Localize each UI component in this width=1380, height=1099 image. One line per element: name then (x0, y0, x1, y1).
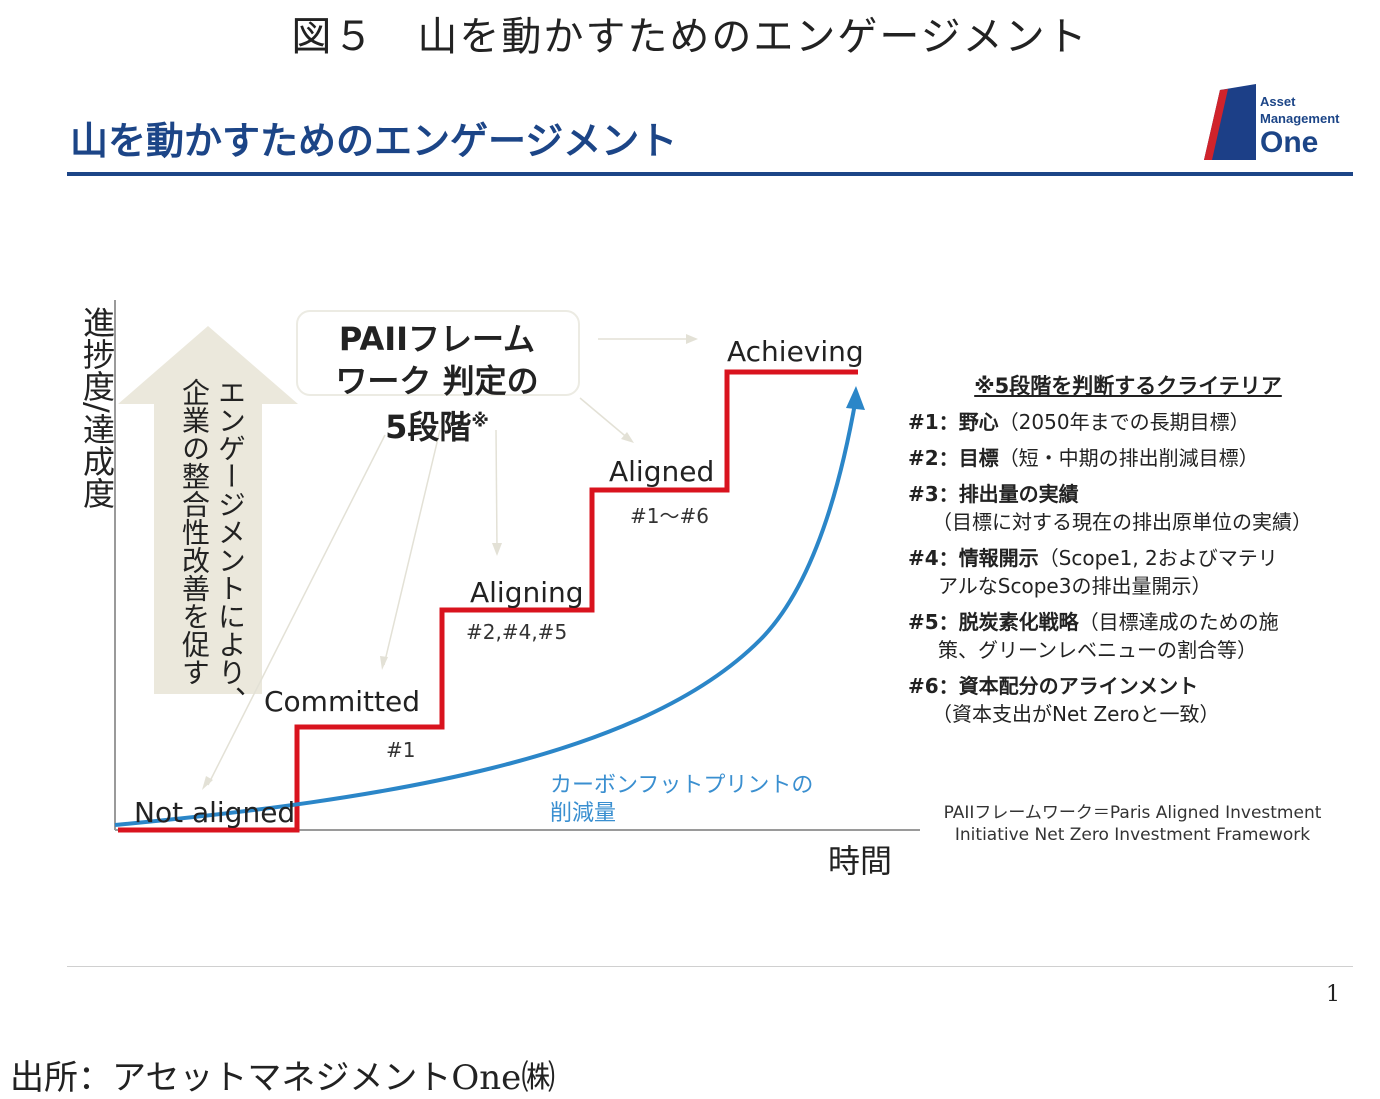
criteria-item: #6：資本配分のアラインメント （資本支出がNet Zeroと一致） (908, 672, 1368, 728)
framework-note: PAIIフレームワーク＝Paris Aligned Investment Ini… (905, 802, 1360, 846)
stair-step-line (118, 369, 858, 833)
pointer-arrowheads (202, 334, 698, 790)
criteria-desc2: （目標に対する現在の排出原単位の実績） (932, 510, 1312, 534)
company-logo: Asset Management One (1198, 84, 1358, 164)
pointer-arrows (207, 338, 692, 786)
criteria-name: 資本配分のアラインメント (958, 674, 1199, 698)
step-label-committed: Committed (264, 685, 420, 718)
criteria-name: 情報開示 (958, 546, 1039, 570)
step-label-achieving: Achieving (727, 335, 864, 368)
criteria-num: #1： (908, 410, 959, 434)
source-note: 出所：アセットマネジメントOne㈱ (10, 1058, 556, 1098)
paii-mark: ※ (471, 410, 489, 432)
criteria-desc: （Scope1, 2およびマテリ (1038, 546, 1278, 570)
page-number: 1 (1326, 982, 1340, 1007)
criteria-item: #4：情報開示（Scope1, 2およびマテリアルなScope3の排出量開示） (908, 544, 1368, 600)
big-arrow-text: エンゲージメントにより、企業の整合性改善を促す (178, 378, 247, 714)
paii-box (296, 310, 580, 396)
step-criteria-aligning: #2,#4,#5 (466, 620, 568, 644)
criteria-num: #3： (908, 482, 959, 506)
step-label-aligned: Aligned (609, 455, 715, 488)
criteria-item: #1：野心（2050年までの長期目標） (908, 408, 1368, 436)
step-label-aligning: Aligning (470, 576, 584, 609)
paii-line2: ワーク 判定の (335, 362, 539, 400)
criteria-desc: （短・中期の排出削減目標） (998, 446, 1259, 470)
criteria-name: 排出量の実績 (958, 482, 1079, 506)
slide-title: 山を動かすためのエンゲージメント (70, 119, 678, 163)
carbon-footprint-curve (114, 397, 858, 827)
x-axis-label: 時間 (828, 842, 893, 880)
criteria-desc: （2050年までの長期目標） (998, 410, 1250, 434)
figure-title: 図５ 山を動かすためのエンゲージメント (291, 14, 1089, 60)
criteria-num: #5： (908, 610, 959, 634)
bottom-divider (67, 966, 1353, 967)
criteria-item: #2：目標（短・中期の排出削減目標） (908, 444, 1368, 472)
y-axis-label: 進捗度/達成度 (78, 306, 116, 509)
step-label-not-aligned: Not aligned (134, 796, 296, 829)
curve-arrowhead (846, 386, 865, 410)
criteria-panel: ※5段階を判断するクライテリア #1：野心（2050年までの長期目標） #2：目… (908, 370, 1368, 728)
paii-line3: 5段階 (385, 408, 472, 446)
paii-line3-row: 5段階※ (296, 402, 578, 448)
criteria-num: #2： (908, 446, 959, 470)
criteria-name: 野心 (958, 410, 999, 434)
criteria-item: #5：脱炭素化戦略（目標達成のための施策、グリーンレベニューの割合等） (908, 608, 1368, 664)
criteria-num: #6： (908, 674, 959, 698)
framework-note-line2: Initiative Net Zero Investment Framework (954, 825, 1311, 845)
paii-line1: PAIIフレーム (338, 320, 536, 358)
logo-mark-icon (1204, 84, 1256, 160)
step-criteria-committed: #1 (386, 738, 416, 762)
paii-box-text: PAIIフレーム ワーク 判定の (296, 318, 578, 402)
criteria-num: #4： (908, 546, 959, 570)
criteria-desc: （目標達成のための施 (1078, 610, 1279, 634)
logo-line1: Asset (1260, 94, 1296, 109)
big-up-arrow (118, 326, 298, 694)
criteria-name: 目標 (958, 446, 999, 470)
curve-label: カーボンフットプリントの 削減量 (550, 772, 813, 828)
logo-line2: Management (1260, 111, 1340, 126)
criteria-desc2: （資本支出がNet Zeroと一致） (932, 702, 1220, 726)
criteria-name: 脱炭素化戦略 (958, 610, 1079, 634)
criteria-desc2: 策、グリーンレベニューの割合等） (938, 638, 1257, 662)
criteria-desc2: アルなScope3の排出量開示） (938, 574, 1212, 598)
curve-label-line1: カーボンフットプリントの (550, 773, 814, 798)
criteria-heading: ※5段階を判断するクライテリア (974, 374, 1282, 398)
step-criteria-aligned: #1～#6 (630, 504, 709, 528)
framework-note-line1: PAIIフレームワーク＝Paris Aligned Investment (943, 803, 1322, 823)
criteria-item: #3：排出量の実績 （目標に対する現在の排出原単位の実績） (908, 480, 1368, 536)
curve-label-line2: 削減量 (550, 801, 617, 826)
title-divider (67, 172, 1353, 176)
logo-line3: One (1260, 126, 1319, 159)
